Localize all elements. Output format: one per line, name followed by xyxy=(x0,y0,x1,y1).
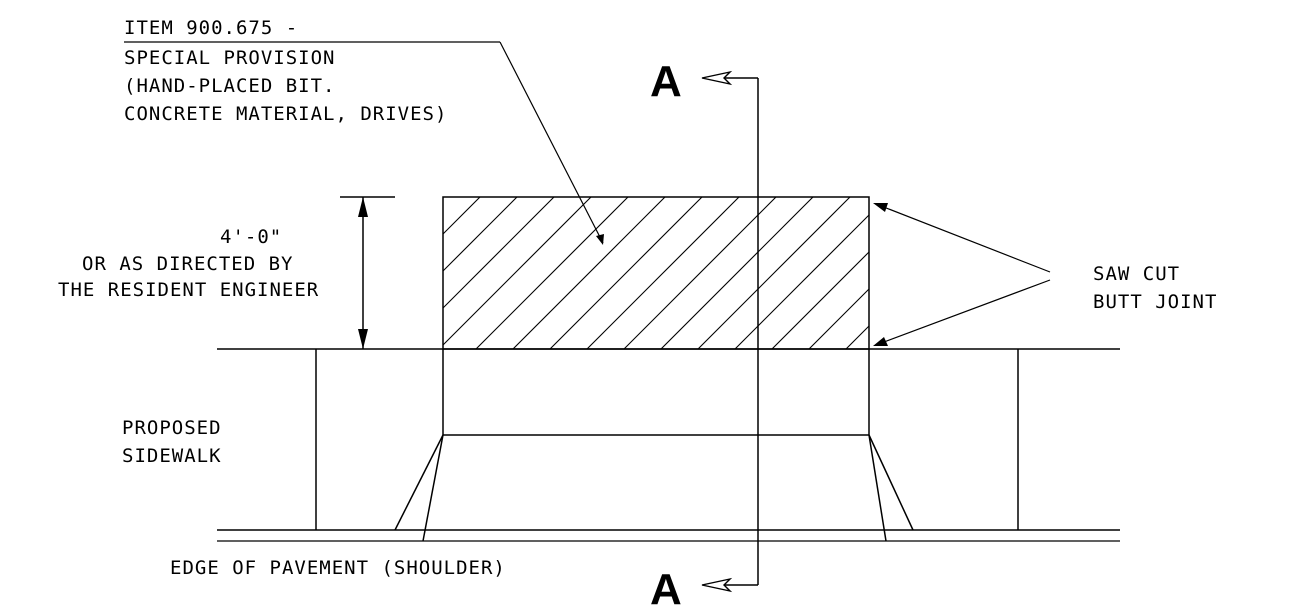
item-leader-line xyxy=(499,41,604,244)
section-cut-line: A A xyxy=(650,57,759,608)
hatch-line xyxy=(443,197,444,198)
hatch-pattern xyxy=(443,197,1109,349)
hatch-line xyxy=(512,197,666,349)
dimension-arrow-bottom-icon xyxy=(358,329,368,349)
hatch-line xyxy=(443,197,592,346)
hatch-line xyxy=(443,197,518,272)
sidewalk-label-line-1: PROPOSED xyxy=(122,417,222,439)
item-label-line-4: CONCRETE MATERIAL, DRIVES) xyxy=(124,103,447,125)
hatch-line xyxy=(549,197,703,349)
hatch-line xyxy=(697,197,851,349)
saw-cut-arrow-top-icon xyxy=(873,203,888,212)
width-dimension xyxy=(340,196,395,349)
section-mark-top: A xyxy=(650,57,682,106)
hatch-line xyxy=(883,197,1035,349)
dimension-note: 4'-0" OR AS DIRECTED BY THE RESIDENT ENG… xyxy=(58,226,319,301)
saw-cut-label-line-1: SAW CUT xyxy=(1093,263,1180,285)
left-flare-inner xyxy=(422,434,444,542)
hatch-line xyxy=(475,197,629,349)
section-arrow-top-icon xyxy=(701,70,733,86)
hatched-drive-area xyxy=(442,196,1109,350)
dimension-value: 4'-0" xyxy=(220,226,282,248)
saw-cut-arrow-bottom-icon xyxy=(873,337,888,346)
hatch-line xyxy=(957,197,1109,349)
sidewalk-label-line-2: SIDEWALK xyxy=(122,445,222,467)
right-flare-outer xyxy=(868,434,914,531)
left-flare-outer xyxy=(394,434,444,531)
item-label-line-1: ITEM 900.675 - xyxy=(124,17,298,39)
hatch-line xyxy=(443,197,481,235)
item-label-line-3: (HAND-PLACED BIT. xyxy=(124,75,335,97)
item-label-line-2: SPECIAL PROVISION xyxy=(124,47,335,69)
hatched-area-outline xyxy=(442,196,870,350)
item-callout: ITEM 900.675 - SPECIAL PROVISION (HAND-P… xyxy=(124,17,604,245)
hatch-line xyxy=(734,214,869,349)
section-mark-bottom: A xyxy=(650,565,682,608)
hatch-line xyxy=(623,197,777,349)
dimension-arrow-top-icon xyxy=(358,197,368,217)
saw-cut-callout: SAW CUT BUTT JOINT xyxy=(873,203,1217,346)
hatch-line xyxy=(771,251,869,349)
hatch-line xyxy=(586,197,740,349)
hatch-line xyxy=(808,288,869,349)
saw-cut-label-line-2: BUTT JOINT xyxy=(1093,291,1217,313)
hatch-line xyxy=(443,197,555,309)
right-flare-inner xyxy=(868,434,887,542)
section-arrow-bottom-icon xyxy=(701,577,733,593)
edge-of-pavement-label: EDGE OF PAVEMENT (SHOULDER) xyxy=(170,557,506,579)
sidewalk-label: PROPOSED SIDEWALK xyxy=(122,417,222,467)
hatch-line xyxy=(660,197,814,349)
item-leader-arrow-icon xyxy=(596,234,604,245)
dimension-note-line-3: THE RESIDENT ENGINEER xyxy=(58,279,319,301)
hatch-line xyxy=(920,197,1072,349)
dimension-note-line-2: OR AS DIRECTED BY xyxy=(82,253,293,275)
